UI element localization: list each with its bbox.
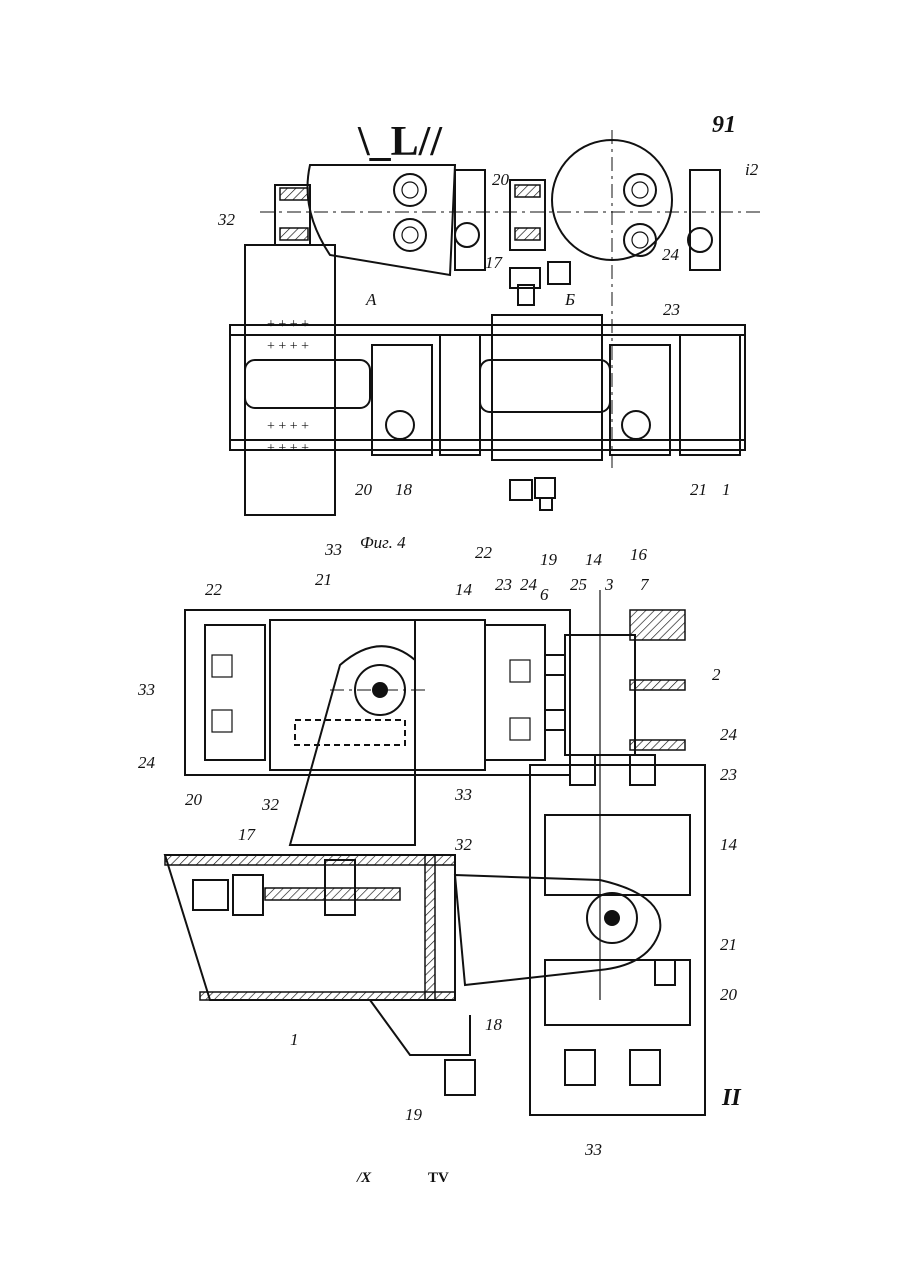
- label-l25: 25: [570, 575, 587, 594]
- header-text: \_L//: [357, 119, 443, 165]
- label-l33b: 33: [454, 785, 472, 804]
- label-l6: 6: [540, 585, 549, 604]
- label-l14: 14: [455, 580, 473, 599]
- figure-caption: Фиг. 4: [360, 533, 406, 552]
- label-l2: 2: [712, 665, 721, 684]
- label-18: 18: [395, 480, 413, 499]
- label-l20b: 20: [720, 985, 738, 1004]
- label-20: 20: [492, 170, 510, 189]
- label-l7: 7: [640, 575, 650, 594]
- label-32: 32: [217, 210, 236, 229]
- label-91: 91: [712, 112, 736, 138]
- label-23: 23: [663, 300, 680, 319]
- label-1: 1: [722, 480, 731, 499]
- label-l33c: 33: [584, 1140, 602, 1159]
- svg-text:+ + + +: + + + +: [267, 441, 309, 456]
- label-33: 33: [324, 540, 342, 559]
- label-l32: 32: [261, 795, 280, 814]
- label-l24c: 24: [720, 725, 738, 744]
- label-l20: 20: [185, 790, 203, 809]
- label-l17: 17: [238, 825, 257, 844]
- label-l23: 23: [495, 575, 512, 594]
- label-l18: 18: [485, 1015, 503, 1034]
- label-l1: 1: [290, 1030, 299, 1049]
- label-l32b: 32: [454, 835, 473, 854]
- label-l24: 24: [138, 753, 156, 772]
- lower-view: [165, 590, 705, 1115]
- label-B: Б: [564, 290, 575, 309]
- label-l24b: 24: [520, 575, 538, 594]
- label-l21b: 21: [720, 935, 737, 954]
- label-l22: 22: [205, 580, 223, 599]
- label-A: A: [365, 290, 377, 309]
- svg-text:+ + + +: + + + +: [267, 317, 309, 332]
- label-24: 24: [662, 245, 680, 264]
- footer: /X TV: [356, 1170, 449, 1186]
- label-20b: 20: [355, 480, 373, 499]
- label-22: 22: [475, 543, 493, 562]
- label-l14b: 14: [720, 835, 738, 854]
- label-14: 14: [585, 550, 603, 569]
- footer-right: TV: [428, 1170, 449, 1186]
- label-l19: 19: [405, 1105, 423, 1124]
- label-l33: 33: [137, 680, 155, 699]
- svg-text:+ + + +: + + + +: [267, 339, 309, 354]
- footer-left: /X: [356, 1170, 372, 1186]
- svg-text:+ + + +: + + + +: [267, 419, 309, 434]
- label-l21: 21: [315, 570, 332, 589]
- label-17: 17: [485, 253, 504, 272]
- label-II: II: [721, 1085, 742, 1111]
- label-16: 16: [630, 545, 648, 564]
- label-21: 21: [690, 480, 707, 499]
- label-l23b: 23: [720, 765, 737, 784]
- label-l3: 3: [604, 575, 614, 594]
- label-19: 19: [540, 550, 558, 569]
- label-i2: i2: [745, 160, 759, 179]
